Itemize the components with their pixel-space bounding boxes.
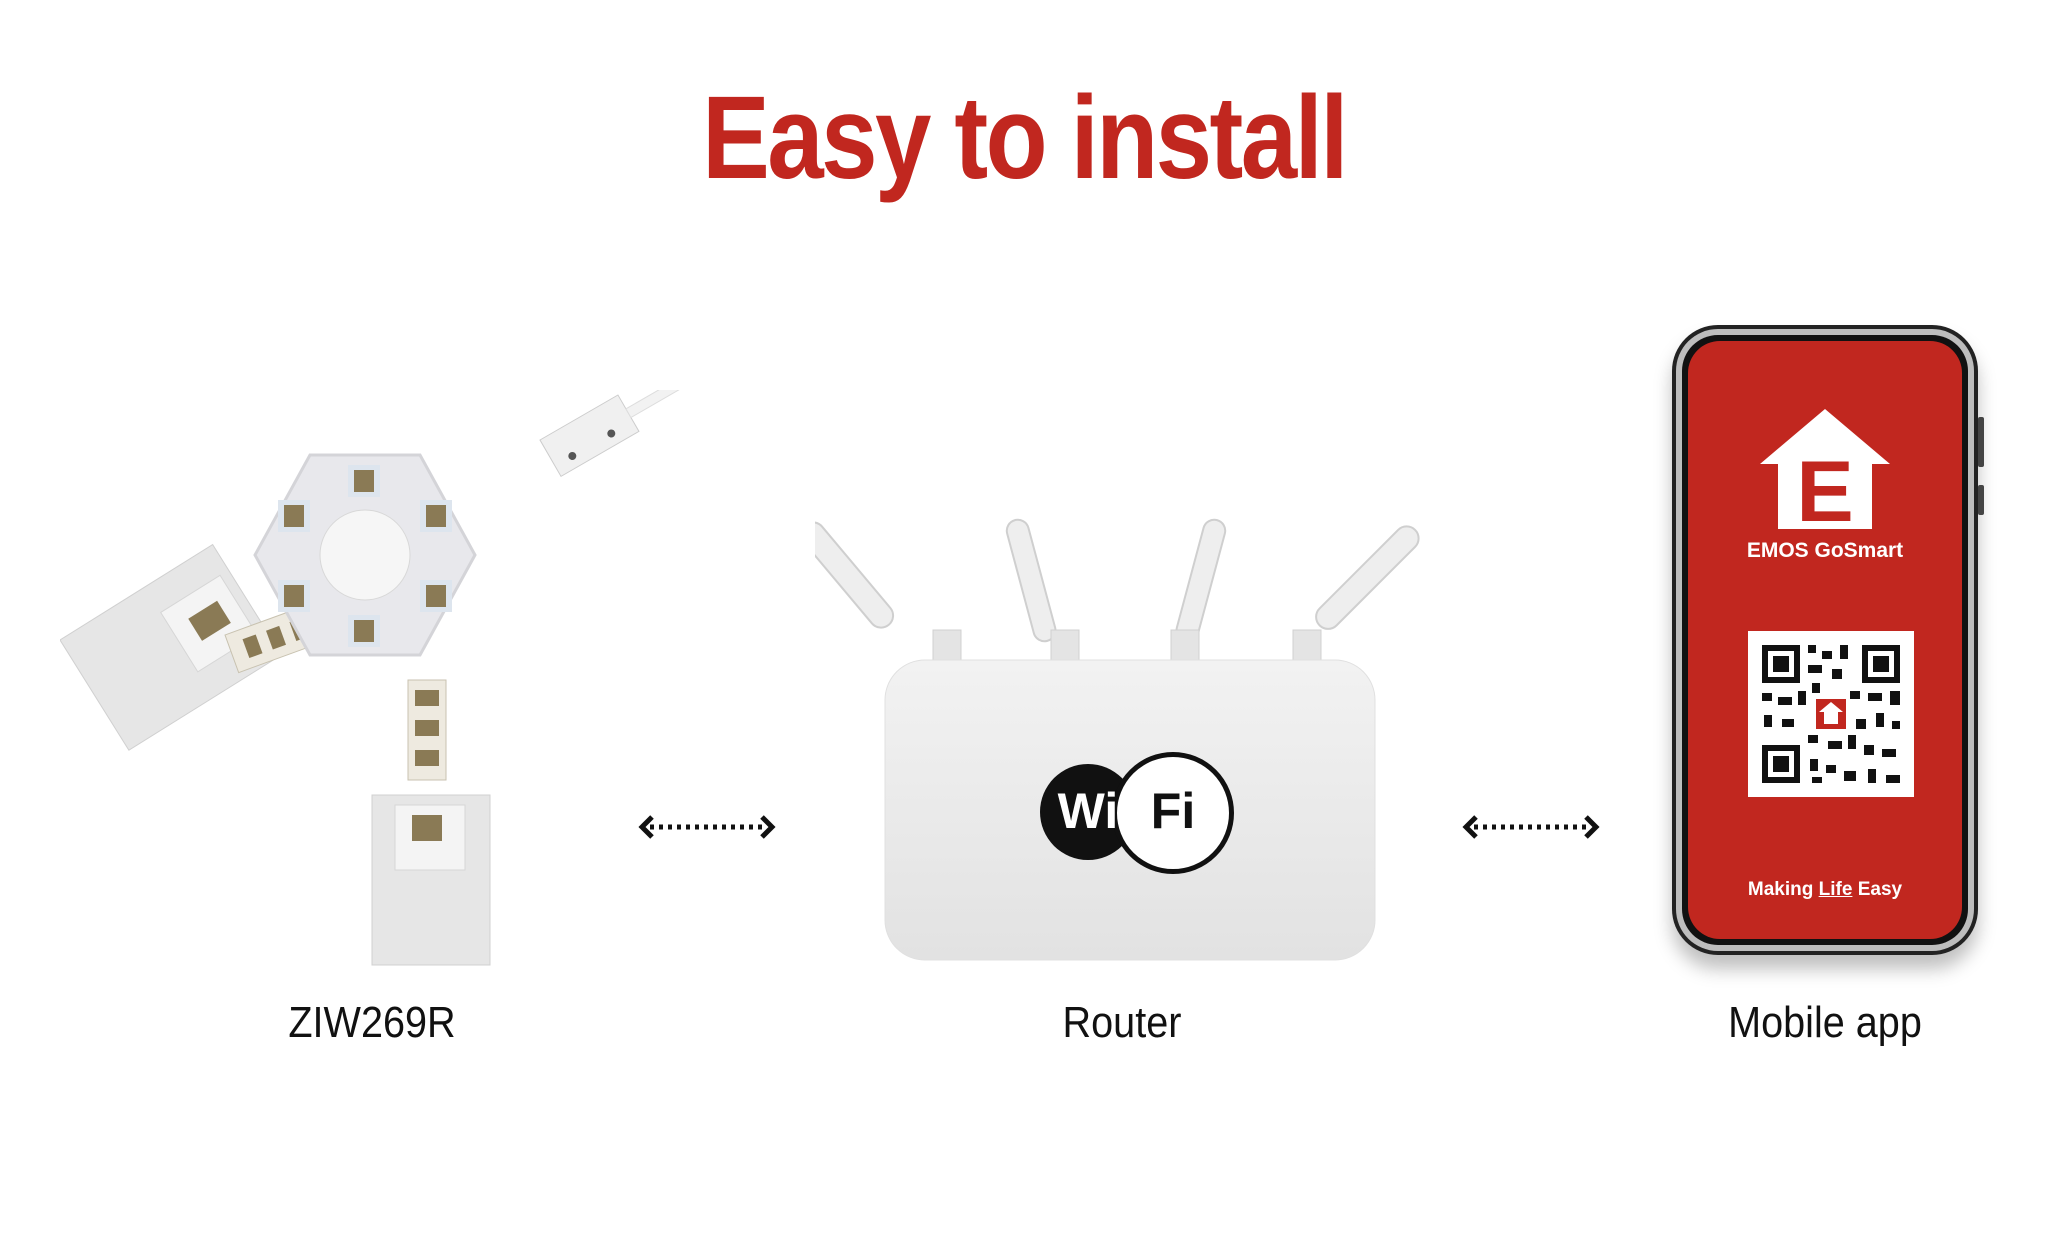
wifi-router-icon [815, 518, 1420, 961]
smartphone-icon: E EMOS GoSmart [1672, 325, 1984, 955]
hexagon-connector-icon [60, 390, 680, 966]
double-arrow-icon [1462, 815, 1600, 839]
wifi-badge: Wi Fi [1040, 752, 1234, 874]
step-label-router: Router [1062, 998, 1182, 1047]
tagline-pre: Making [1747, 879, 1819, 900]
qr-code [1748, 631, 1914, 797]
page-title: Easy to install [702, 72, 1348, 204]
app-name: EMOS GoSmart [1746, 539, 1904, 562]
step-label-app: Mobile app [1728, 998, 1922, 1047]
wifi-badge-left: Wi [1057, 783, 1119, 839]
tagline-highlight: Life [1818, 879, 1853, 900]
emos-logo-icon: E [1760, 409, 1890, 529]
app-tagline: Making Life Easy [1688, 879, 1962, 901]
tagline-post: Easy [1852, 879, 1903, 900]
double-arrow-icon [638, 815, 776, 839]
phone-screen: E EMOS GoSmart [1688, 341, 1962, 939]
step-label-device: ZIW269R [288, 998, 456, 1047]
wifi-badge-right: Fi [1150, 783, 1196, 839]
logo-letter: E [1796, 444, 1853, 529]
